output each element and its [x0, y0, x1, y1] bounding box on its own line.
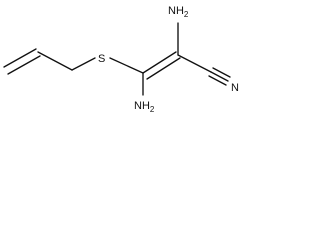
- amine-top-label: NH2: [168, 5, 189, 19]
- amine-bottom-base: NH: [134, 100, 150, 112]
- amine-bottom-label: NH2: [134, 100, 155, 114]
- amine-top-subscript: 2: [184, 10, 189, 19]
- bond-c1-c2-a: [142, 51, 177, 74]
- molecule-diagram: S NH2 NH2 N: [3, 5, 239, 114]
- chemical-structure-canvas: S NH2 NH2 N: [0, 0, 254, 120]
- bond-sulfur-c1: [109, 57, 144, 74]
- bond-c1-c2-b: [146, 57, 181, 80]
- bond-nitrile-triple-1: [210, 71, 229, 82]
- bond-c2-nitrile-carbon: [177, 54, 212, 73]
- sulfur-atom-label: S: [98, 53, 105, 65]
- bond-ch2-sulfur: [71, 57, 96, 71]
- bond-allyl-single: [37, 51, 73, 71]
- bond-allyl-double-2: [7, 55, 41, 75]
- bond-nitrile-triple-3: [212, 67, 231, 78]
- bond-allyl-double-1: [3, 48, 37, 68]
- amine-bottom-subscript: 2: [150, 105, 155, 114]
- bond-nitrile-triple-2: [208, 75, 227, 86]
- amine-top-base: NH: [168, 5, 184, 17]
- nitrile-nitrogen-label: N: [231, 82, 239, 94]
